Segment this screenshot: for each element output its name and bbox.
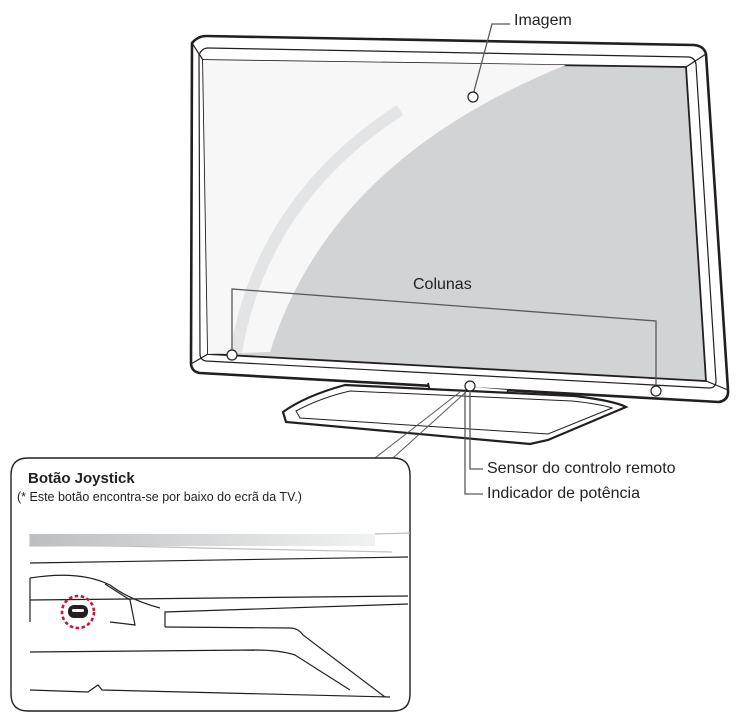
speakers-bracket (231, 288, 657, 390)
label-speakers: Colunas (413, 276, 472, 293)
stand-base-rim (295, 390, 614, 435)
inset-frame (10, 457, 411, 712)
callout-lines (374, 391, 467, 459)
label-remote-sensor: Sensor do controlo remoto (487, 460, 676, 477)
inset-title: Botão Joystick (28, 470, 135, 487)
sensor-leader (469, 391, 483, 470)
tv-bezel-inner (198, 47, 717, 389)
label-power-indicator: Indicador de potência (487, 485, 640, 502)
picture-leader (472, 23, 510, 96)
speaker-right-dot (650, 385, 662, 397)
inset-zoom-drawing (29, 532, 411, 698)
power-leader (464, 391, 483, 495)
screen-edge-shade (230, 104, 404, 354)
picture-dot (467, 91, 479, 103)
joystick-button-slot (72, 609, 84, 612)
sensor-dot (464, 380, 476, 392)
inset-note: (* Este botão encontra-se por baixo do e… (17, 490, 302, 504)
label-picture: Imagem (514, 12, 572, 29)
speaker-left-dot (226, 349, 238, 361)
screen-reflection (203, 60, 566, 354)
joystick-highlight-ring (60, 594, 96, 630)
bezel-corners (190, 42, 729, 391)
